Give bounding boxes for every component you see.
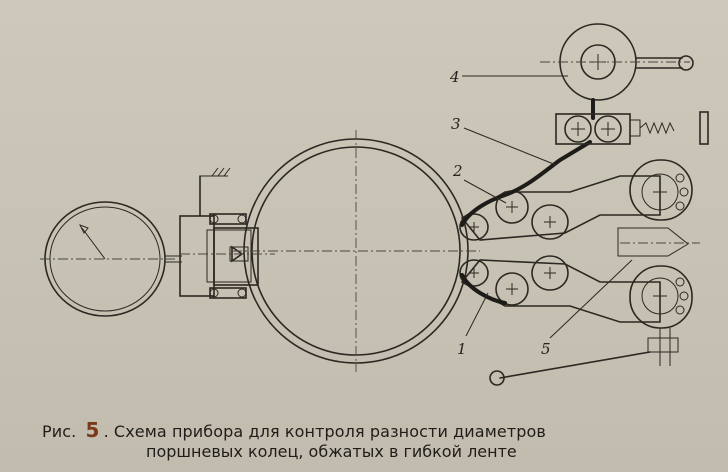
dial-needle [81, 227, 106, 260]
figure-number: 5 [85, 418, 100, 442]
measuring-head [179, 167, 275, 299]
callout-label-2: 2 [453, 162, 463, 180]
tape-spool [540, 23, 694, 120]
piston-ring [232, 130, 480, 372]
right-pulleys [629, 159, 693, 329]
callout-label-5: 5 [541, 340, 551, 358]
device-schematic [40, 23, 709, 386]
caption-title-line-1: . Схема прибора для контроля разности ди… [103, 422, 546, 441]
guide-rollers [555, 111, 709, 145]
roller-assembly [459, 140, 700, 323]
callout-label-3: 3 [451, 115, 461, 133]
callout-label-4: 4 [450, 68, 460, 86]
caption-prefix: Рис. [42, 422, 77, 441]
dial-indicator [40, 201, 182, 317]
caption-line-1: Рис. 5. Схема прибора для контроля разно… [42, 418, 546, 442]
caption-line-2: поршневых колец, обжатых в гибкой ленте [146, 442, 517, 461]
leader-lines [462, 75, 633, 339]
tension-lever [489, 328, 679, 386]
callout-label-1: 1 [457, 340, 467, 358]
